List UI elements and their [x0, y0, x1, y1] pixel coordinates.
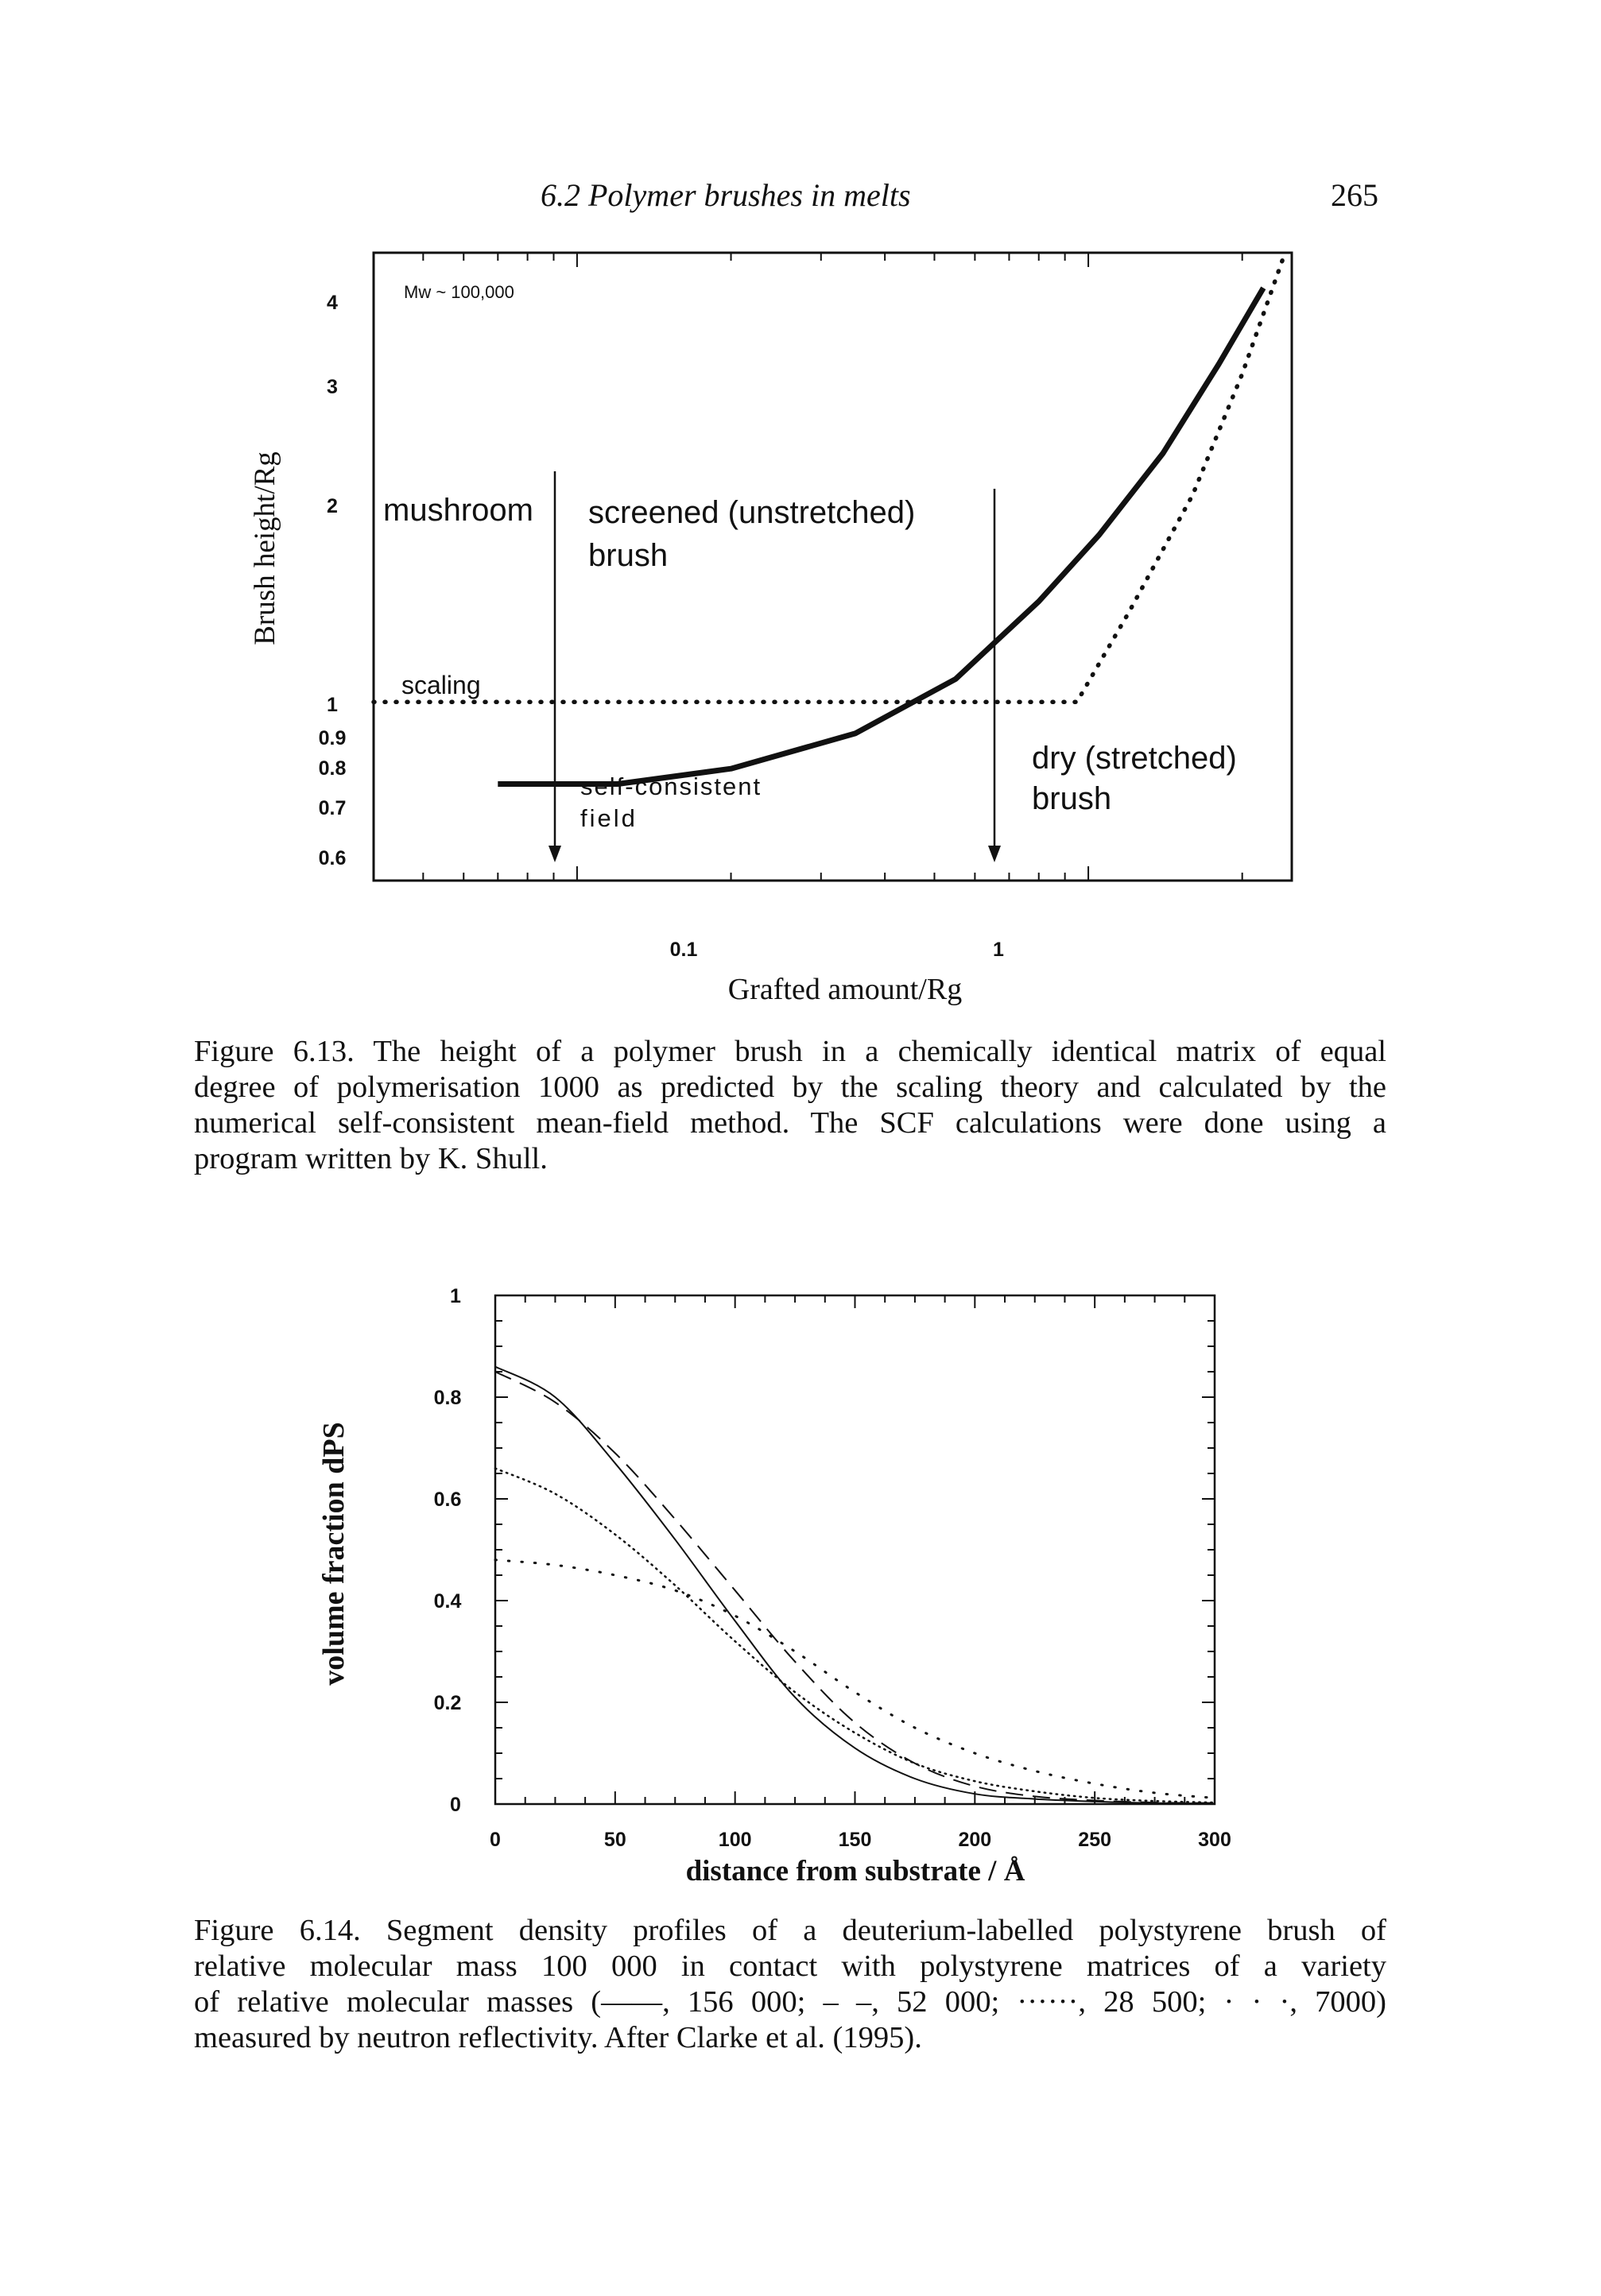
fig2-y-tick-label: 1: [450, 1285, 461, 1307]
caption-line: of relative molecular masses (——, 156 00…: [194, 1985, 1386, 2019]
caption-line: Figure 6.14. Segment density profiles of…: [194, 1914, 1386, 1947]
fig1-y-tick-label: 0.8: [319, 757, 347, 780]
fig2-plot-frame: [494, 1294, 1216, 1806]
fig1-inset-label: Mw ~ 100,000: [404, 282, 514, 302]
fig2-x-tick-label: 200: [958, 1829, 991, 1851]
fig1-label-dry-line1: dry (stretched): [1032, 741, 1237, 776]
fig1-y-tick-label: 0.9: [319, 727, 347, 749]
fig1-ticks: [422, 253, 1243, 881]
fig1-label-screened-line1: screened (unstretched): [588, 495, 915, 530]
fig1-x-axis-label: Grafted amount/Rg: [728, 973, 962, 1006]
fig2-x-tick-label: 250: [1078, 1829, 1111, 1851]
fig2-x-tick-label: 100: [719, 1829, 752, 1851]
caption-line: numerical self-consistent mean-field met…: [194, 1106, 1386, 1140]
fig1-x-tick-label: 1: [993, 939, 1004, 961]
fig2-series-solid: [494, 1365, 1215, 1805]
fig1-y-tick-label: 1: [327, 694, 338, 716]
fig2-x-axis-label: distance from substrate / Å: [686, 1855, 1025, 1888]
fig1-y-tick-label: 0.6: [319, 847, 347, 869]
fig2-series-sparse-dotted: [494, 1558, 1216, 1799]
fig2-series-dashed: [494, 1371, 1215, 1804]
fig2-y-tick-label: 0.4: [434, 1590, 462, 1613]
fig1-divider-arrowhead: [988, 846, 1001, 862]
fig2-y-tick-label: 0.8: [434, 1387, 462, 1409]
caption-line: program written by K. Shull.: [194, 1142, 548, 1175]
page-number: 265: [1331, 177, 1378, 213]
fig2-y-axis-label: volume fraction dPS: [317, 1422, 351, 1685]
fig2-x-tick-label: 300: [1198, 1829, 1231, 1851]
figure-6-14: volume fraction dPS 1 0.8 0.6 0.4 0.2 0 …: [317, 1285, 1231, 1888]
figure-6-13-caption: Figure 6.13. The height of a polymer bru…: [194, 1034, 1386, 1177]
fig2-y-tick-label: 0: [450, 1794, 461, 1816]
running-header-title: 6.2 Polymer brushes in melts: [541, 177, 911, 213]
caption-line: relative molecular mass 100 000 in conta…: [194, 1949, 1386, 1983]
fig2-x-tick-label: 150: [839, 1829, 872, 1851]
fig1-y-axis-label: Brush height/Rg: [249, 451, 281, 645]
fig1-label-scf-line2: field: [580, 804, 638, 832]
fig1-label-scf-line1: self-consistent: [580, 772, 762, 800]
fig1-label-screened-line2: brush: [588, 538, 668, 573]
fig1-y-tick-label: 3: [327, 376, 338, 398]
figure-6-13: Brush height/Rg 4 3 2 1 0.9 0.8 0.7 0.6 …: [249, 251, 1293, 1006]
fig1-plot-frame: [372, 251, 1293, 882]
fig1-y-tick-label: 0.7: [319, 797, 347, 819]
fig1-scaling-curve: [371, 257, 1285, 705]
fig1-x-tick-label: 0.1: [670, 939, 698, 961]
fig2-ticks: [494, 1295, 1215, 1805]
fig1-label-dry-line2: brush: [1032, 781, 1111, 816]
fig1-label-scaling: scaling: [401, 671, 481, 699]
fig2-series-dotted: [494, 1467, 1216, 1804]
fig2-y-tick-label: 0.6: [434, 1489, 462, 1511]
fig1-scf-curve: [498, 286, 1266, 787]
caption-line: Figure 6.13. The height of a polymer bru…: [194, 1035, 1386, 1068]
fig2-x-tick-label: 50: [604, 1829, 626, 1851]
caption-line: degree of polymerisation 1000 as predict…: [194, 1071, 1386, 1104]
fig1-label-mushroom: mushroom: [383, 493, 533, 528]
fig1-y-tick-label: 4: [327, 292, 338, 314]
figure-6-14-caption: Figure 6.14. Segment density profiles of…: [194, 1913, 1386, 2056]
fig1-divider-arrowhead: [549, 846, 561, 862]
fig2-x-tick-label: 0: [490, 1829, 501, 1851]
fig1-y-tick-label: 2: [327, 495, 338, 517]
fig2-y-tick-label: 0.2: [434, 1692, 462, 1714]
caption-line: measured by neutron reflectivity. After …: [194, 2021, 922, 2054]
